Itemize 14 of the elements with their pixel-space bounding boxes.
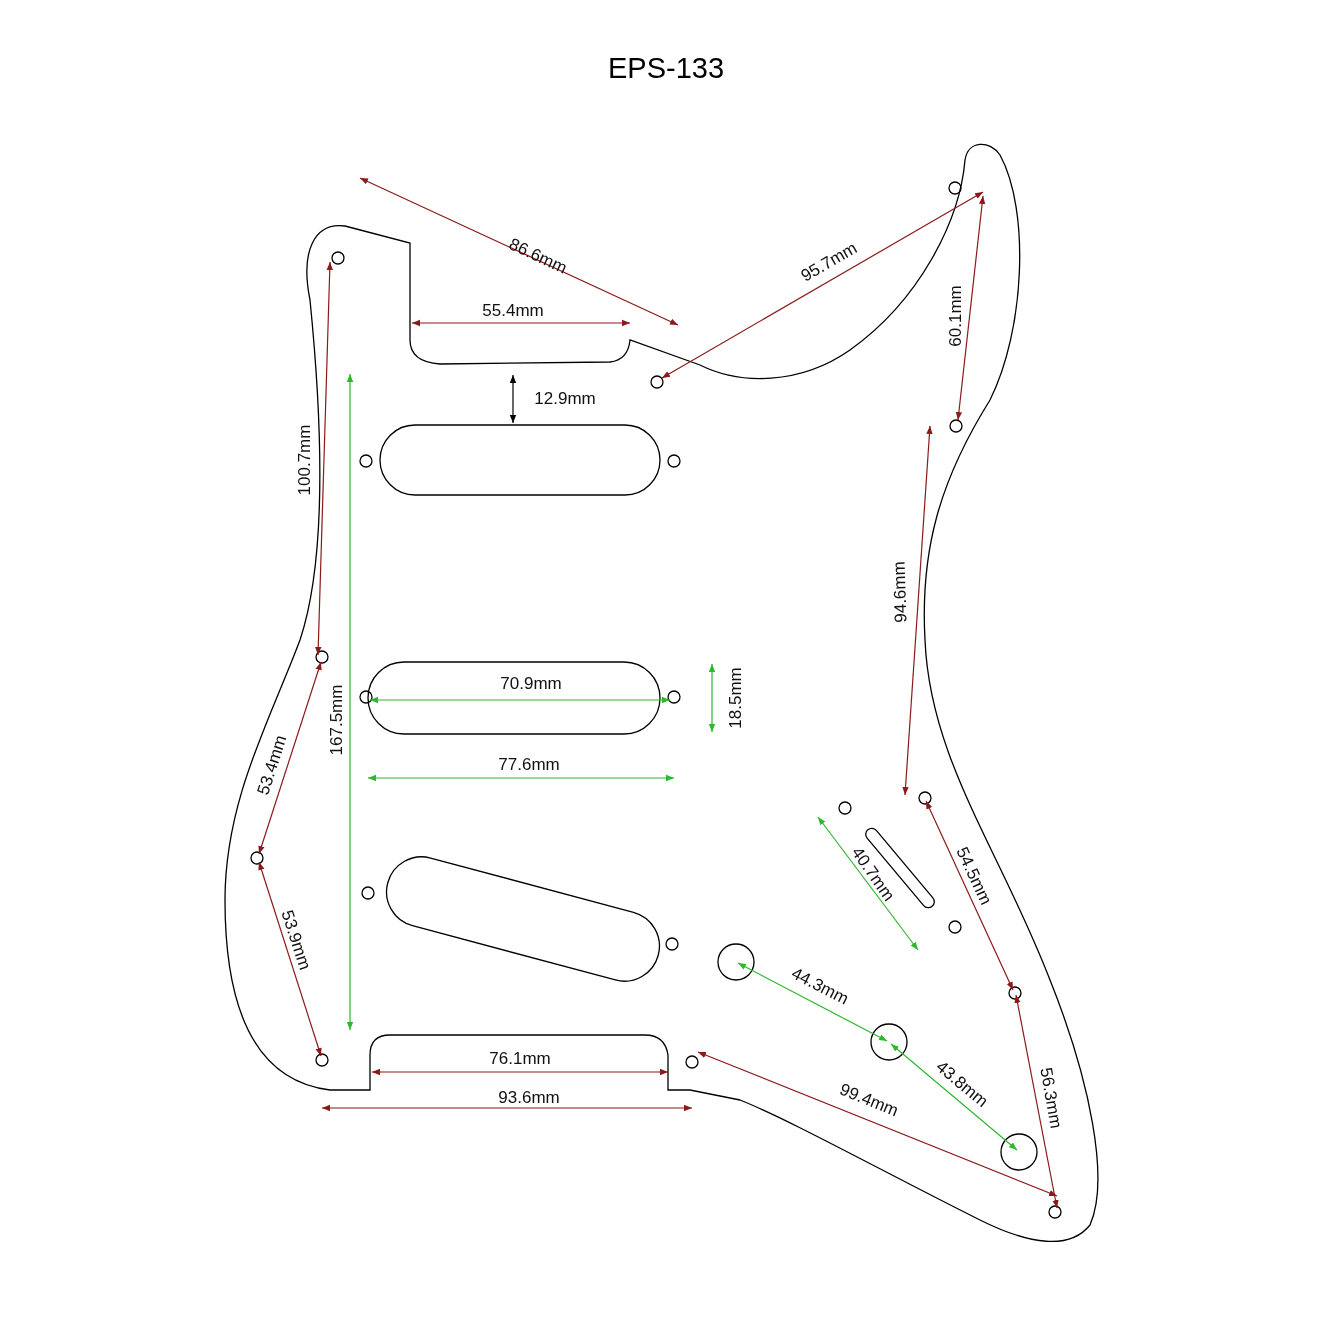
dimension-label: 12.9mm	[534, 389, 596, 407]
dimension-label: 76.1mm	[489, 1049, 551, 1067]
dimension-label: 70.9mm	[500, 674, 562, 692]
dimension-label: 18.5mm	[726, 667, 744, 729]
dimension-label: 77.6mm	[498, 755, 560, 773]
dimension-label: 94.6mm	[890, 561, 910, 623]
dimension-label: 56.3mm	[1037, 1066, 1065, 1130]
dimension-label: 60.1mm	[946, 285, 964, 347]
dimension-label: 55.4mm	[482, 301, 544, 319]
dimension-label: 93.6mm	[498, 1088, 560, 1106]
dimension-label: 167.5mm	[327, 684, 345, 756]
title: EPS-133	[607, 52, 725, 85]
dimension-label: 100.7mm	[295, 424, 313, 496]
dimension-label: 53.9mm	[278, 908, 314, 972]
